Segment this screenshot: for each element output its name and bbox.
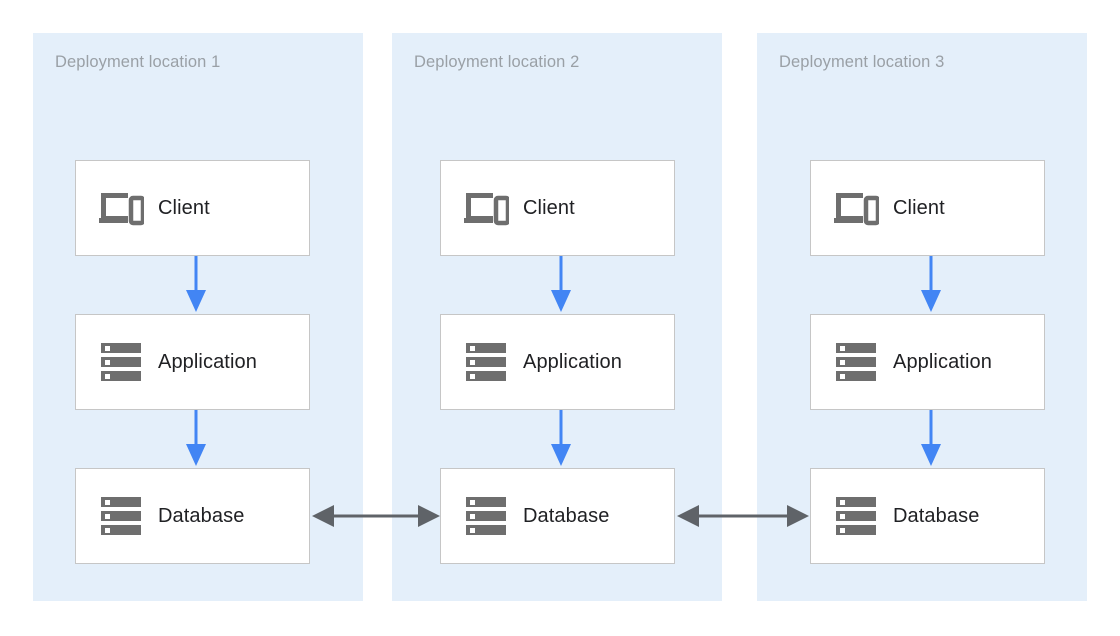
zone-2-client-node[interactable]: Client [440,160,675,256]
zone-2-database-label: Database [523,504,610,527]
zone-1-title: Deployment location 1 [55,53,221,71]
zone-1-application-node[interactable]: Application [75,314,310,410]
zone-2-application-label: Application [523,350,622,373]
arrow-zone-1-client-to-application [178,256,214,319]
arrow-zone-2-client-to-application [543,256,579,319]
server-stack-icon [833,342,879,382]
zone-1-database-label: Database [158,504,245,527]
zone-1-client-node[interactable]: Client [75,160,310,256]
arrow-zone-1-application-to-database [178,410,214,473]
zone-1-application-label: Application [158,350,257,373]
zone-2-client-label: Client [523,196,575,219]
zone-2-application-node[interactable]: Application [440,314,675,410]
arrow-zone-2-application-to-database [543,410,579,473]
client-devices-icon [463,188,509,228]
arrow-zone-3-client-to-application [913,256,949,319]
arrow-zone-3-application-to-database [913,410,949,473]
zone-3-title: Deployment location 3 [779,53,945,71]
zone-1-client-label: Client [158,196,210,219]
client-devices-icon [833,188,879,228]
client-devices-icon [98,188,144,228]
zone-2-title: Deployment location 2 [414,53,580,71]
arrow-database-1-to-database-2 [310,500,442,537]
zone-3-database-node[interactable]: Database [810,468,1045,564]
arrow-database-2-to-database-3 [675,500,811,537]
server-stack-icon [98,342,144,382]
zone-1-database-node[interactable]: Database [75,468,310,564]
server-stack-icon [463,496,509,536]
server-stack-icon [833,496,879,536]
server-stack-icon [98,496,144,536]
zone-3-database-label: Database [893,504,980,527]
zone-2-database-node[interactable]: Database [440,468,675,564]
zone-3-application-node[interactable]: Application [810,314,1045,410]
zone-3-application-label: Application [893,350,992,373]
zone-3-client-node[interactable]: Client [810,160,1045,256]
server-stack-icon [463,342,509,382]
zone-3-client-label: Client [893,196,945,219]
